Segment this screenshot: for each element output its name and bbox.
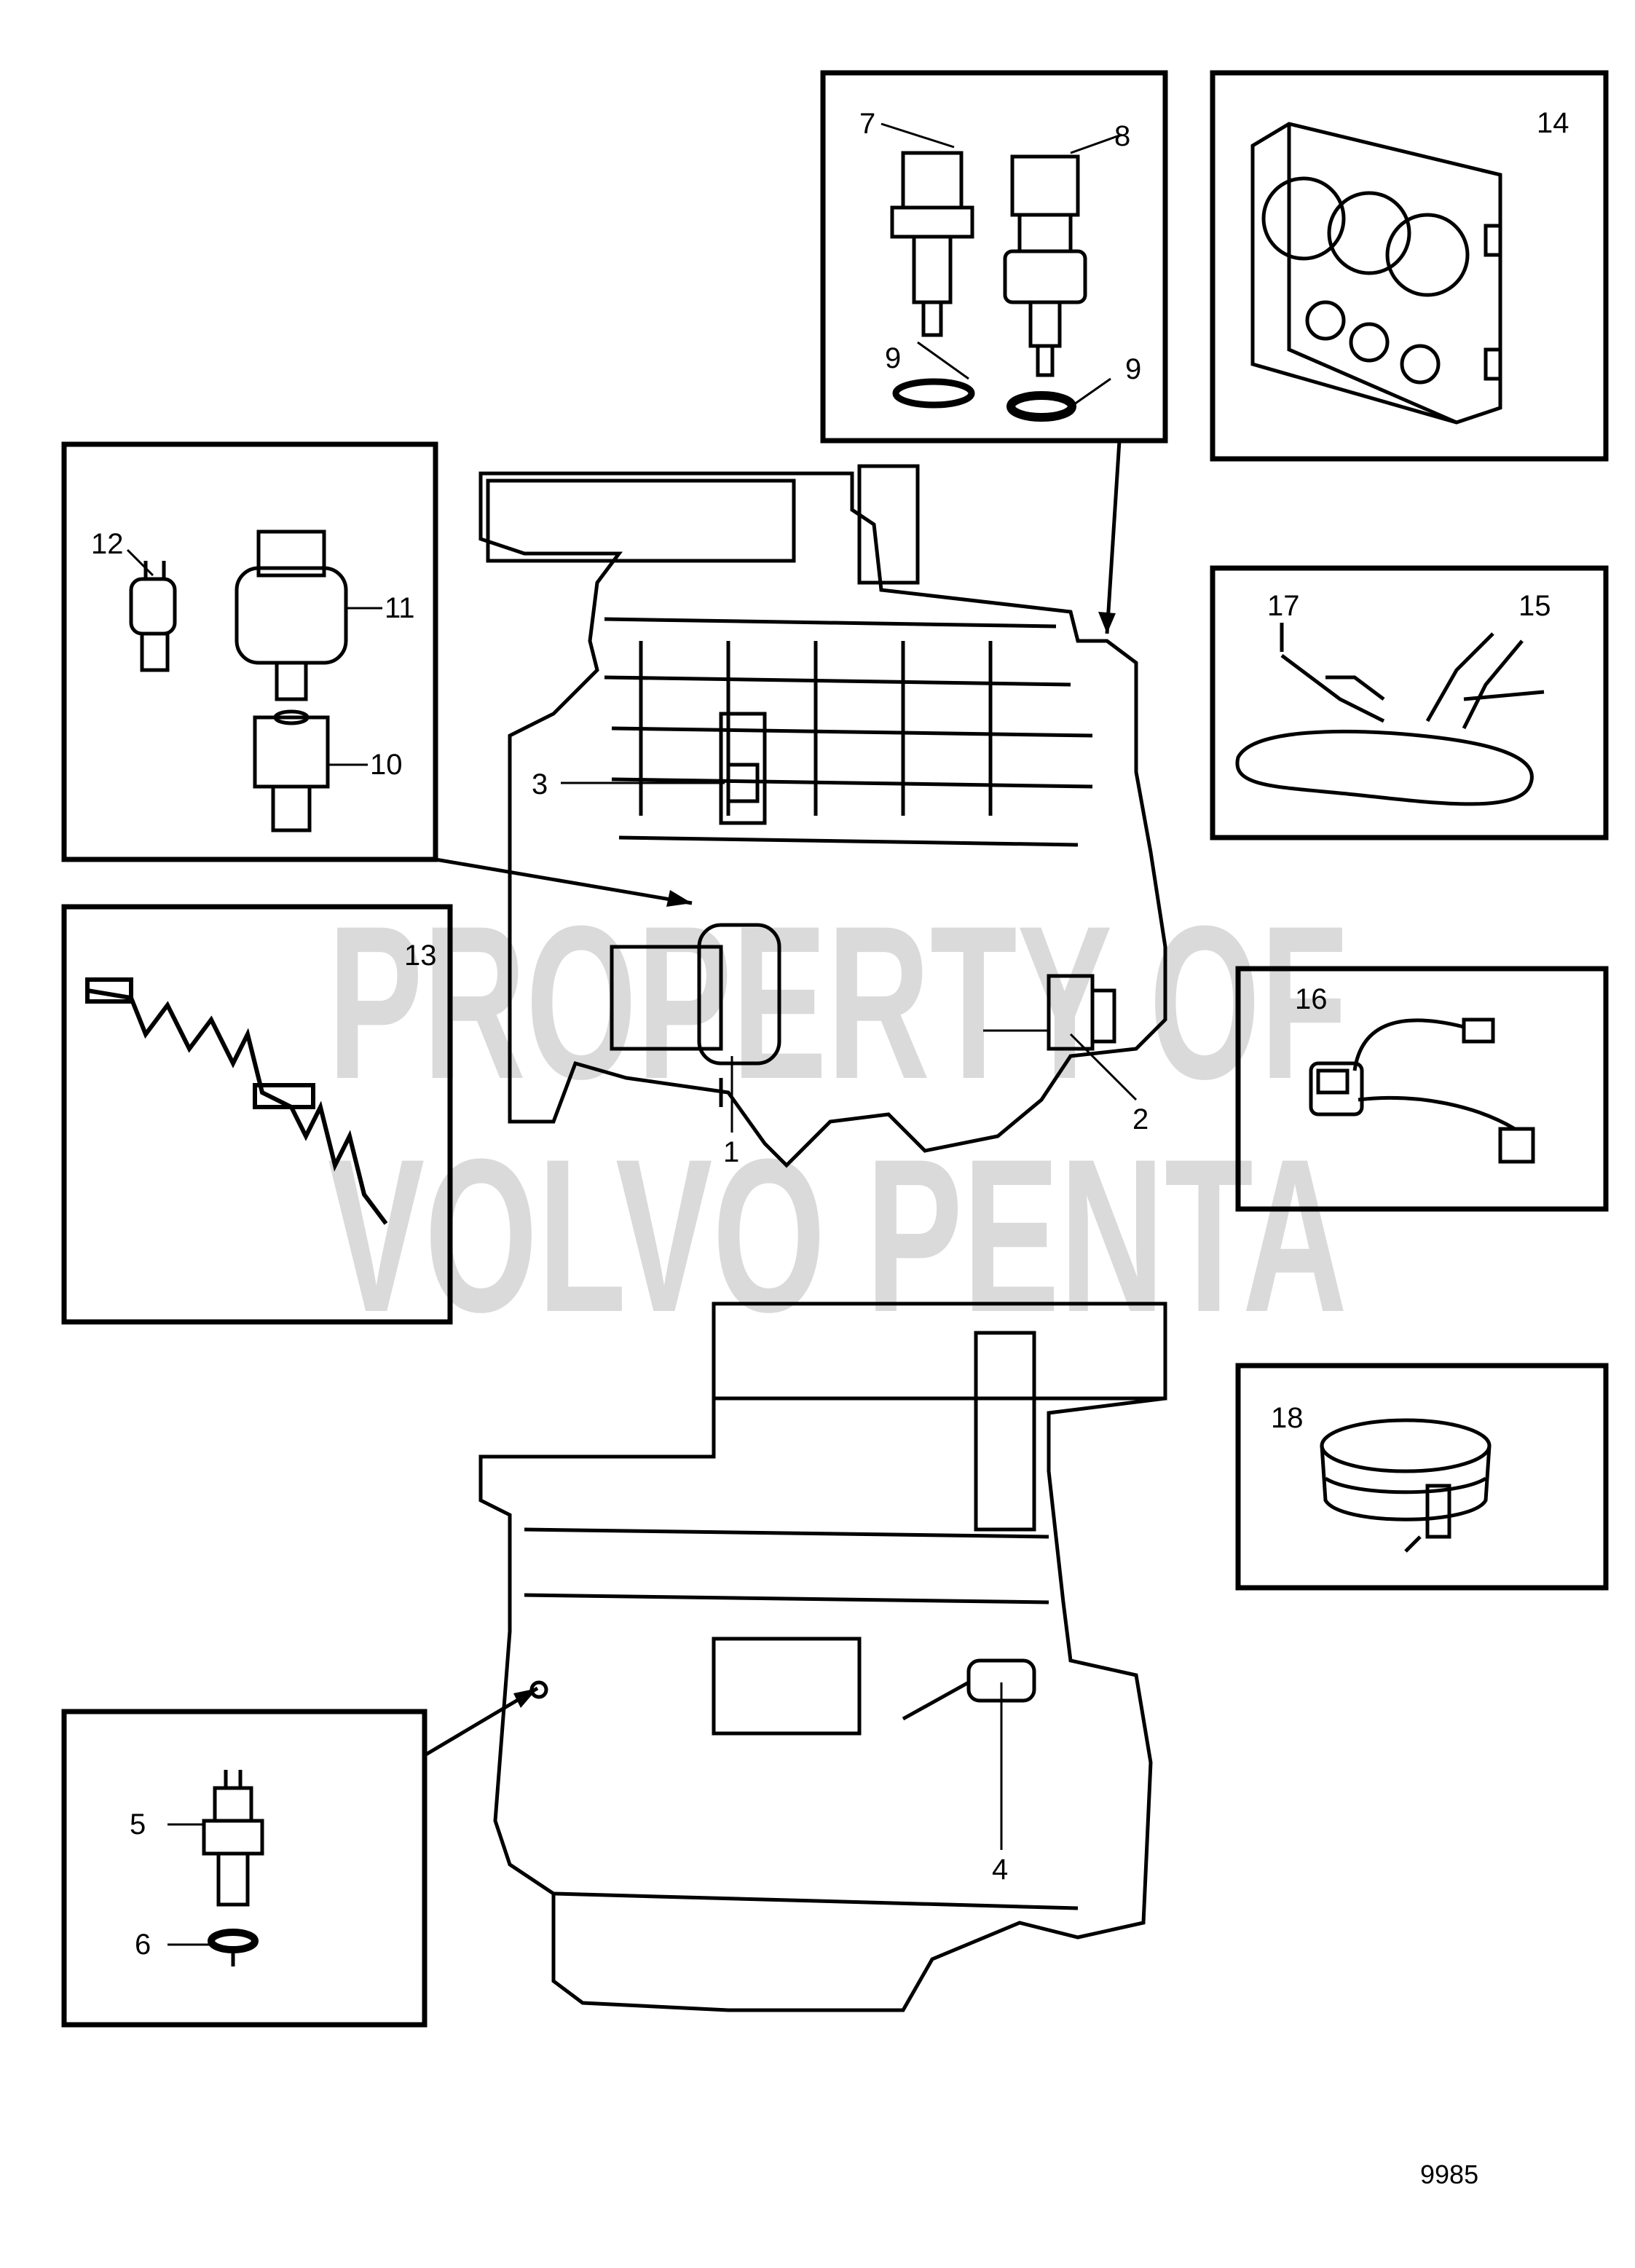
inset-tachometer-sender: 18 [1235, 1363, 1609, 1591]
watermark-line2: VOLVO PENTA [328, 1113, 1347, 1358]
callout-4: 4 [992, 1854, 1008, 1886]
upper-engine [478, 464, 1167, 1168]
callout-11: 11 [385, 592, 415, 624]
figure-number: 9985 [1420, 2159, 1478, 2189]
callout-6: 6 [135, 1929, 151, 1961]
inset-adapter-cable: 16 [1235, 966, 1609, 1212]
callout-12: 12 [91, 528, 124, 560]
starter-motor-solenoid [697, 923, 781, 1066]
lower-engine [478, 1302, 1167, 2012]
engine-callouts: 3 1 2 4 [532, 768, 1149, 1886]
inset-wiring-harness: 17 15 [1210, 565, 1609, 840]
callout-2: 2 [1132, 1103, 1149, 1135]
sensor-bracket-shape [719, 712, 767, 825]
callout-15: 15 [1518, 590, 1551, 622]
callout-17: 17 [1267, 590, 1300, 622]
arrowhead-2 [666, 890, 692, 907]
callout-1: 1 [723, 1136, 739, 1168]
callout-9-small: 9 [885, 342, 901, 374]
watermark-line1: PROPERTY OF [328, 880, 1347, 1125]
callout-18: 18 [1271, 1402, 1304, 1434]
inset-oil-switch: 5 6 [61, 1709, 428, 2028]
leader-to-oil-pressure [435, 857, 693, 905]
callout-5: 5 [130, 1808, 146, 1840]
watermark: PROPERTY OF VOLVO PENTA [328, 880, 1347, 1358]
inset-pressure-senders: 12 11 10 [61, 441, 438, 862]
callout-16: 16 [1295, 983, 1328, 1015]
callout-13: 13 [404, 940, 437, 972]
arrowhead-3 [513, 1688, 537, 1708]
inset-temp-senders: 7 8 9 9 [820, 70, 1168, 444]
callout-3: 3 [532, 768, 548, 800]
callout-7: 7 [859, 108, 875, 140]
starter-motor-body [610, 945, 723, 1051]
callout-14: 14 [1537, 107, 1569, 139]
inset-heating-element: 13 [61, 904, 453, 1325]
callout-9-large: 9 [1125, 353, 1141, 385]
arrowhead-1 [1098, 612, 1116, 634]
callout-8: 8 [1114, 120, 1130, 152]
callout-10: 10 [370, 749, 403, 781]
inset-instrument-panel: 14 [1210, 70, 1609, 462]
leader-to-engine-sender [1105, 440, 1122, 634]
